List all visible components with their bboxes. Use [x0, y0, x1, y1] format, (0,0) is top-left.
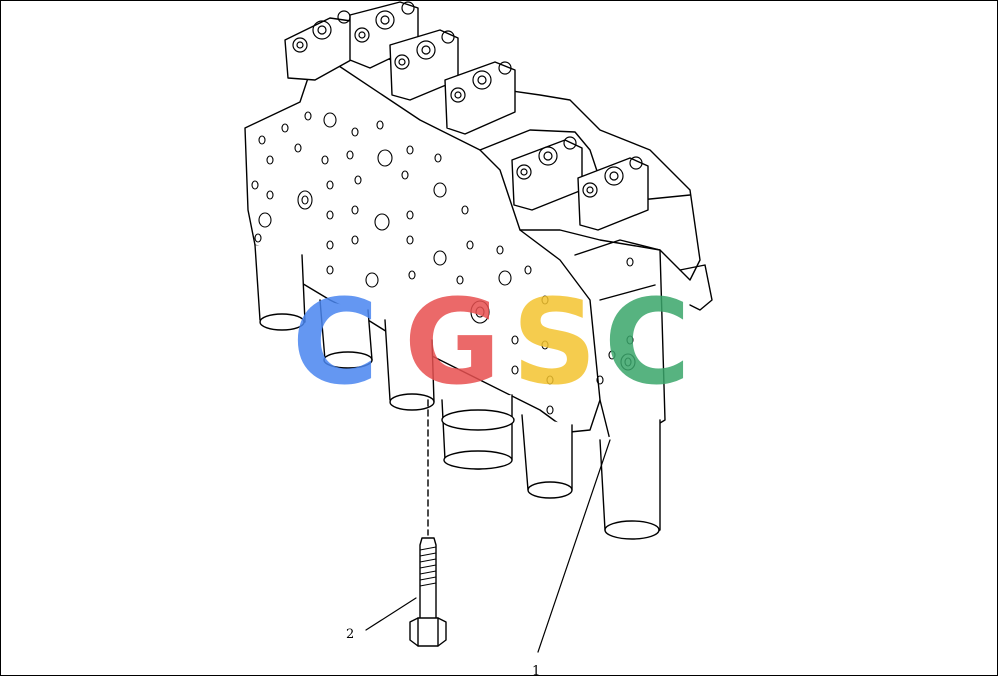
watermark-letter-c2: C — [604, 273, 691, 411]
watermark-logo: C G S C — [292, 273, 691, 411]
watermark-letter-c1: C — [292, 273, 379, 411]
callout-label-2: 2 — [346, 627, 354, 642]
callout-label-1: 1 — [532, 664, 540, 679]
watermark-letter-g: G — [404, 273, 501, 411]
face-ports — [251, 111, 636, 415]
watermark-letter-s: S — [512, 273, 597, 411]
top-caps — [284, 1, 649, 231]
spool-caps — [254, 244, 661, 540]
leader-line-1 — [537, 439, 611, 653]
bolt — [409, 537, 447, 647]
leader-line-2 — [365, 597, 417, 631]
